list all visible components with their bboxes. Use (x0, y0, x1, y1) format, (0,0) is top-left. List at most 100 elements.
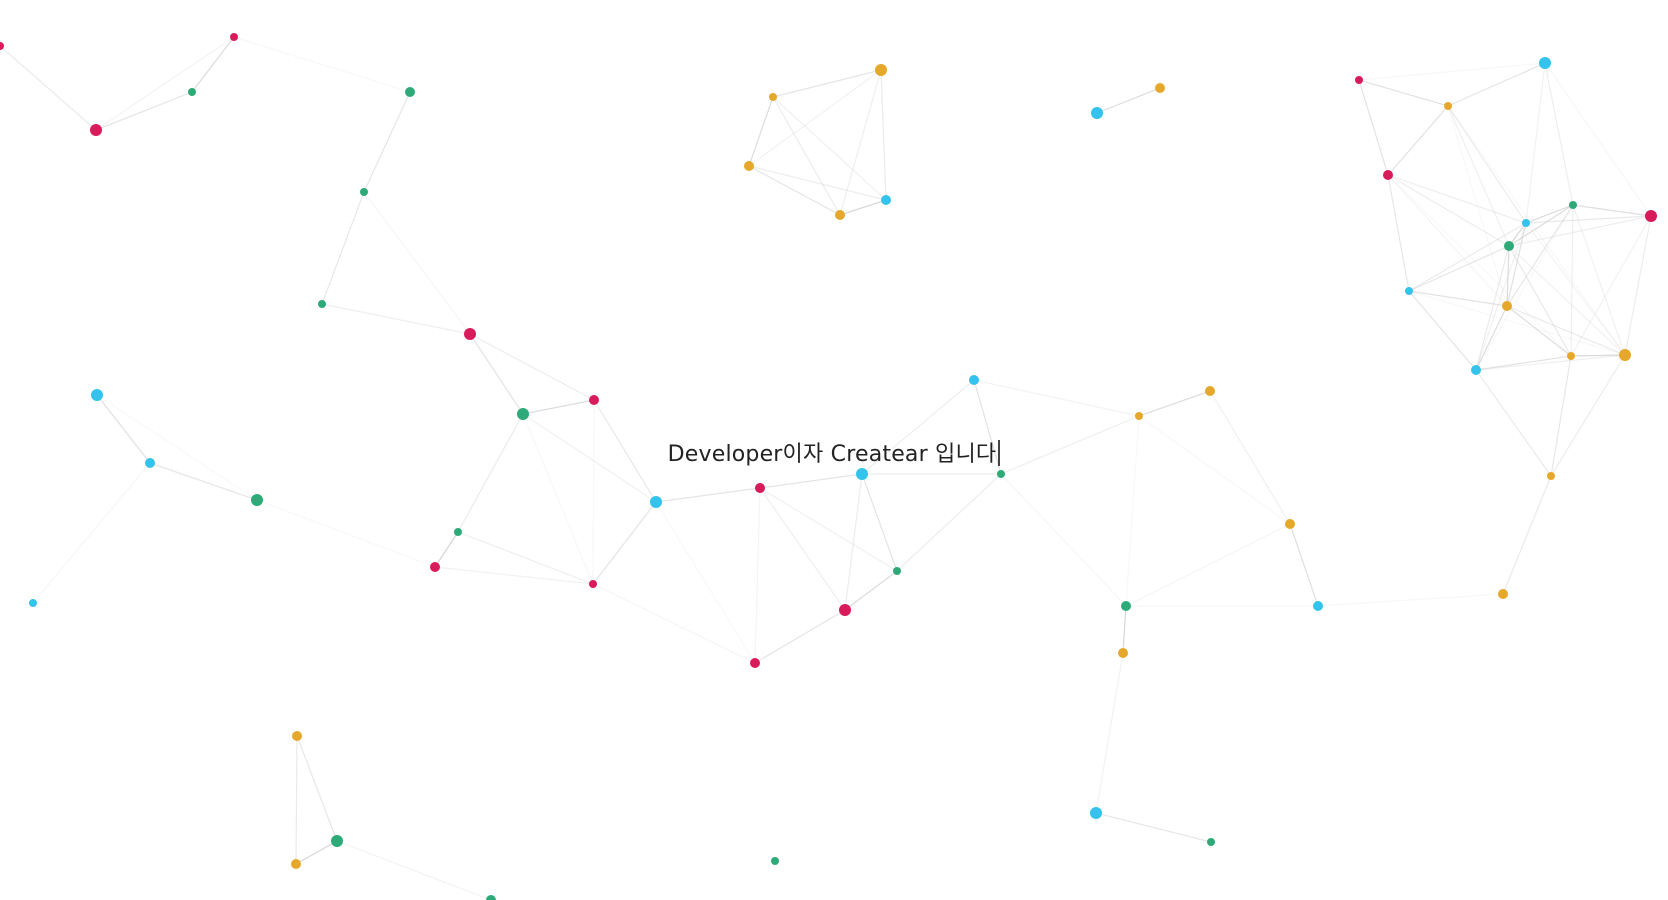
network-node (589, 395, 599, 405)
network-edge (1408, 222, 1527, 292)
network-edges (0, 36, 1652, 900)
network-edge (1358, 79, 1449, 107)
network-edge (1502, 475, 1552, 595)
network-nodes (0, 33, 1657, 900)
network-node (771, 857, 779, 865)
network-edge (1550, 355, 1572, 477)
network-edge (1475, 222, 1527, 371)
network-node (835, 210, 845, 220)
network-edge (1095, 812, 1212, 843)
network-node (1090, 807, 1102, 819)
network-node (486, 895, 496, 900)
network-node (318, 300, 326, 308)
network-edge (321, 191, 365, 305)
network-edge (1624, 215, 1652, 356)
network-edge (1525, 204, 1574, 224)
network-node (1207, 838, 1215, 846)
network-edge (1408, 245, 1510, 292)
network-node (881, 195, 891, 205)
network-edge (1408, 290, 1626, 356)
network-edge (256, 499, 436, 568)
network-edge (1570, 204, 1574, 357)
network-node (430, 562, 440, 572)
network-node (1547, 472, 1555, 480)
network-edge (1525, 222, 1626, 356)
network-node (750, 658, 760, 668)
network-edge (522, 413, 657, 503)
network-edge (1475, 354, 1626, 371)
network-node (292, 731, 302, 741)
network-node (875, 64, 887, 76)
network-edge (844, 473, 863, 611)
network-edge (1475, 245, 1510, 371)
network-edge (1289, 523, 1319, 607)
network-edge (1358, 79, 1389, 176)
network-node (1285, 519, 1295, 529)
network-node (769, 93, 777, 101)
network-edge (1000, 473, 1127, 607)
network-edge (1387, 174, 1572, 357)
network-node (230, 33, 238, 41)
network-edge (1209, 390, 1291, 525)
network-edge (1387, 174, 1410, 292)
network-edge (32, 462, 151, 604)
network-edge (1447, 105, 1508, 307)
network-edge (754, 487, 761, 664)
network-edge (748, 96, 774, 167)
network-edge (1508, 245, 1626, 356)
network-edge (295, 735, 298, 865)
network-node (1118, 648, 1128, 658)
network-edge (655, 487, 761, 503)
network-edge (1506, 305, 1572, 357)
network-edge (321, 303, 471, 335)
network-node (0, 42, 4, 50)
network-node (1567, 352, 1575, 360)
network-node (969, 375, 979, 385)
network-edge (1508, 245, 1572, 357)
network-edge (1506, 305, 1626, 356)
network-edge (1358, 62, 1546, 81)
network-edge (1000, 415, 1140, 475)
network-node (1619, 349, 1631, 361)
network-node (1522, 219, 1530, 227)
network-edge (1475, 204, 1574, 371)
network-edge (96, 394, 258, 501)
network-node (1444, 102, 1452, 110)
network-node (291, 859, 301, 869)
network-edge (1095, 652, 1124, 814)
network-edge (1317, 593, 1504, 607)
network-edge (754, 609, 846, 664)
network-edge (1387, 174, 1527, 224)
network-edge (1408, 290, 1508, 307)
network-edge (772, 69, 882, 98)
network-edge (592, 399, 595, 585)
network-edge (1506, 204, 1574, 307)
network-edge (469, 333, 524, 415)
network-node (1121, 601, 1131, 611)
network-edge (469, 333, 595, 401)
network-node (1504, 241, 1514, 251)
network-node (1645, 210, 1657, 222)
network-edge (772, 96, 841, 216)
network-edge (1506, 222, 1527, 307)
network-edge (592, 501, 657, 585)
network-node (29, 599, 37, 607)
network-edge (1096, 87, 1161, 114)
network-edge (95, 36, 235, 131)
network-node (1471, 365, 1481, 375)
network-node (331, 835, 343, 847)
network-edge (96, 394, 151, 464)
network-edge (880, 69, 887, 201)
network-edge (759, 487, 846, 611)
network-node (744, 161, 754, 171)
network-node (1539, 57, 1551, 69)
network-edge (1408, 290, 1477, 371)
network-node (1502, 301, 1512, 311)
network-node (454, 528, 462, 536)
network-edge (844, 570, 898, 611)
network-edge (861, 473, 898, 572)
network-node (517, 408, 529, 420)
network-edge (1506, 245, 1510, 307)
network-edge (1447, 105, 1510, 247)
network-edge (1475, 369, 1552, 477)
